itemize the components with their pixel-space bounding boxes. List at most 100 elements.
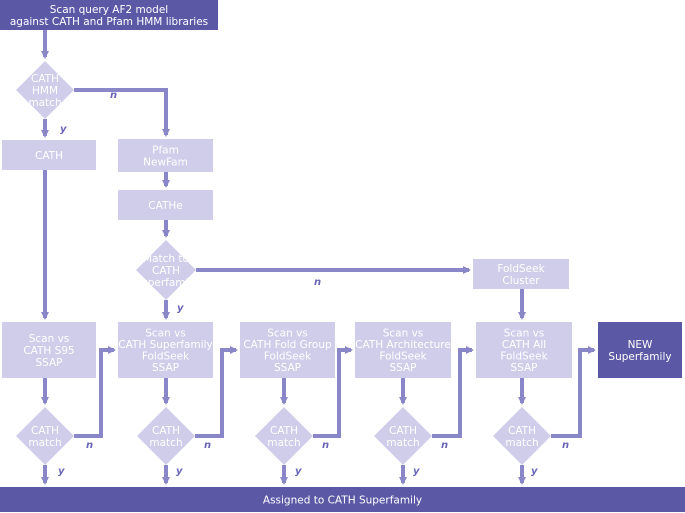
cath-match-2-text-line-2: match [149, 437, 182, 449]
cath-hmm-match-text-line-3: match [28, 97, 61, 109]
scan-s95-text-line-3: SSAP [35, 357, 62, 369]
scan-superfamily-text-line-2: CATH Superfamily [118, 339, 213, 351]
cath-box: CATH [2, 140, 96, 170]
label-superfamily-no: n [314, 277, 321, 288]
cath-match-3-text-line-1: CATH [270, 425, 298, 437]
label-match-2-yes: y [176, 466, 183, 477]
match-superfamily-text-line-3: Superfamily [134, 277, 197, 289]
match-superfamily-text-line-1: Match to [143, 253, 189, 265]
pfam-newfam-text-line-2: NewFam [143, 156, 188, 168]
assigned-text-line-1: Assigned to CATH Superfamily [263, 494, 422, 506]
start-text-line-1: Scan query AF2 model [50, 4, 168, 16]
scan-architecture-box-shape [355, 322, 451, 378]
assigned-box-shape [0, 487, 685, 512]
scan-fold-group-text-line-2: CATH Fold Group [243, 339, 332, 351]
scan-architecture-text-line-2: CATH Architecture [355, 339, 451, 351]
scan-all-text-line-4: SSAP [510, 362, 537, 374]
label-hmm-yes: y [60, 124, 67, 135]
label-match-5-no: n [562, 440, 569, 451]
label-superfamily-yes: y [177, 303, 184, 314]
edge-match-1-no [74, 346, 116, 438]
label-match-3-no: n [322, 440, 329, 451]
scan-superfamily-text-line-3: FoldSeek [142, 351, 190, 363]
foldseek-cluster-box-shape [473, 259, 569, 289]
cath-match-3-decision-shape [255, 407, 313, 465]
scan-all-text-line-3: FoldSeek [500, 351, 548, 363]
connectors [41, 30, 596, 485]
pfam-newfam-box-shape [118, 139, 213, 172]
scan-all-box-shape [476, 322, 572, 378]
label-match-1-no: n [86, 440, 93, 451]
cath-match-1-text-line-1: CATH [31, 425, 59, 437]
edge-match-3-no [313, 346, 353, 438]
cath-hmm-match-text-line-2: HMM [32, 85, 58, 97]
cath-match-5-text-line-2: match [505, 437, 538, 449]
cath-match-4-decision-shape [374, 407, 432, 465]
label-match-4-no: n [441, 440, 448, 451]
scan-superfamily-box-shape [118, 322, 213, 378]
scan-s95-box-shape [2, 322, 96, 378]
pfam-newfam-text-line-1: Pfam [152, 144, 179, 156]
cathe-box-shape [118, 190, 213, 220]
scan-all-text-line-1: Scan vs [504, 328, 545, 340]
scan-architecture-text-line-1: Scan vs [383, 328, 424, 340]
cath-match-4-text-line-1: CATH [389, 425, 417, 437]
cath-text-line-1: CATH [35, 150, 63, 162]
assigned-box: Assigned to CATH Superfamily [0, 487, 685, 512]
scan-superfamily-text-line-1: Scan vs [145, 328, 186, 340]
scan-fold-group-text-line-4: SSAP [274, 362, 301, 374]
cath-match-5-decision-shape [493, 407, 551, 465]
scan-architecture-text-line-4: SSAP [389, 362, 416, 374]
cath-match-1-decision-shape [16, 407, 74, 465]
edge-match-4-no [432, 346, 474, 438]
new-superfamily-box-shape [598, 322, 682, 378]
cath-match-1-text-line-2: match [28, 437, 61, 449]
new-superfamily-text-line-1: NEW [628, 339, 653, 351]
cathe-box: CATHe [118, 190, 213, 220]
cath-match-3-text-line-2: match [267, 437, 300, 449]
start-text-line-2: against CATH and Pfam HMM libraries [10, 16, 208, 28]
label-match-1-yes: y [58, 466, 65, 477]
scan-fold-group-box-shape [240, 322, 335, 378]
scan-fold-group-text-line-1: Scan vs [267, 328, 308, 340]
edge-hmm-match-no [74, 88, 170, 137]
scan-s95-text-line-1: Scan vs [29, 333, 70, 345]
new-superfamily-text-line-2: Superfamily [608, 351, 671, 363]
cath-match-2-text-line-1: CATH [152, 425, 180, 437]
label-match-5-yes: y [531, 466, 538, 477]
cath-match-2-decision-shape [137, 407, 195, 465]
scan-architecture-text-line-3: FoldSeek [379, 351, 427, 363]
label-match-3-yes: y [295, 466, 302, 477]
scan-fold-group-text-line-3: FoldSeek [264, 351, 312, 363]
label-match-2-no: n [204, 440, 211, 451]
cath-box-shape [2, 140, 96, 170]
label-match-4-yes: y [413, 466, 420, 477]
cath-hmm-match-decision-shape [16, 61, 74, 119]
foldseek-cluster-text-line-2: Cluster [502, 275, 540, 287]
cath-match-4-text-line-2: match [386, 437, 419, 449]
cathe-text-line-1: CATHe [148, 200, 182, 212]
match-superfamily-text-line-2: CATH [152, 265, 180, 277]
start-box-shape [0, 0, 218, 30]
edge-match-2-no [195, 346, 238, 438]
edge-match-5-no [551, 346, 596, 438]
scan-all-text-line-2: CATH All [502, 339, 546, 351]
foldseek-cluster-text-line-1: FoldSeek [497, 263, 545, 275]
